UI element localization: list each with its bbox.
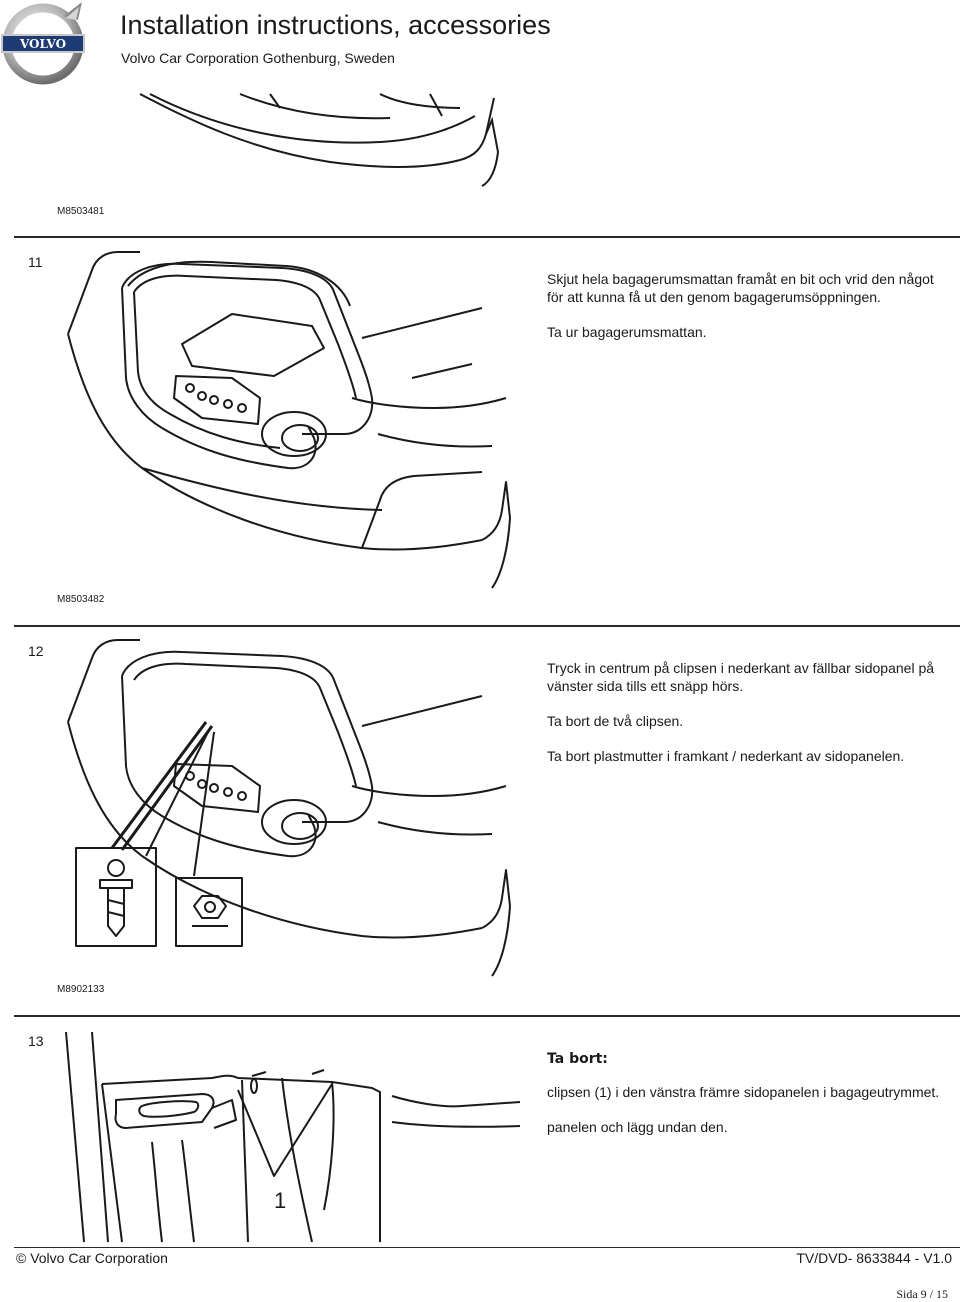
figure-code: M8503482 (57, 594, 105, 605)
document-title: Installation instructions, accessories (120, 10, 551, 40)
figure-callout-label: 1 (274, 1188, 286, 1213)
instruction-text: Ta bort plastmutter i framkant / nederka… (547, 748, 905, 764)
document-subtitle: Volvo Car Corporation Gothenburg, Sweden (121, 50, 395, 66)
step-number: 12 (28, 643, 44, 659)
figure-trunk-clips (62, 636, 512, 981)
instruction-text: clipsen (1) i den vänstra främre sidopan… (547, 1084, 940, 1100)
step-number: 11 (28, 254, 43, 270)
section-divider (14, 1015, 960, 1017)
instruction-heading: Ta bort: (547, 1051, 608, 1067)
step-instructions: Tryck in centrum på clipsen i nederkant … (547, 659, 952, 782)
page-number: Sida 9 / 15 (896, 1287, 948, 1301)
figure-code: M8503481 (57, 206, 105, 217)
instruction-text: panelen och lägg undan den. (547, 1119, 728, 1135)
figure-side-panel: 1 (62, 1030, 522, 1242)
page-header: VOLVO Installation instructions, accesso… (0, 0, 960, 88)
footer-document-id: TV/DVD- 8633844 - V1.0 (796, 1250, 952, 1266)
footer-copyright: © Volvo Car Corporation (16, 1250, 168, 1266)
volvo-logo: VOLVO (0, 0, 90, 88)
figure-car-rear-bumper (130, 90, 530, 195)
step-instructions: Skjut hela bagagerumsmattan framåt en bi… (547, 270, 952, 358)
instruction-text: Tryck in centrum på clipsen i nederkant … (547, 660, 935, 694)
section-divider (14, 625, 960, 627)
instruction-text: Ta bort de två clipsen. (547, 713, 684, 729)
instruction-text: Ta ur bagagerumsmattan. (547, 324, 707, 340)
figure-trunk-open (62, 248, 512, 593)
instruction-text: Skjut hela bagagerumsmattan framåt en bi… (547, 271, 934, 305)
step-number: 13 (28, 1033, 44, 1049)
step-instructions: Ta bort: clipsen (1) i den vänstra främr… (547, 1050, 952, 1153)
section-divider (14, 236, 960, 238)
footer-divider (14, 1247, 960, 1248)
figure-code: M8902133 (57, 984, 105, 995)
logo-wordmark: VOLVO (19, 37, 66, 51)
